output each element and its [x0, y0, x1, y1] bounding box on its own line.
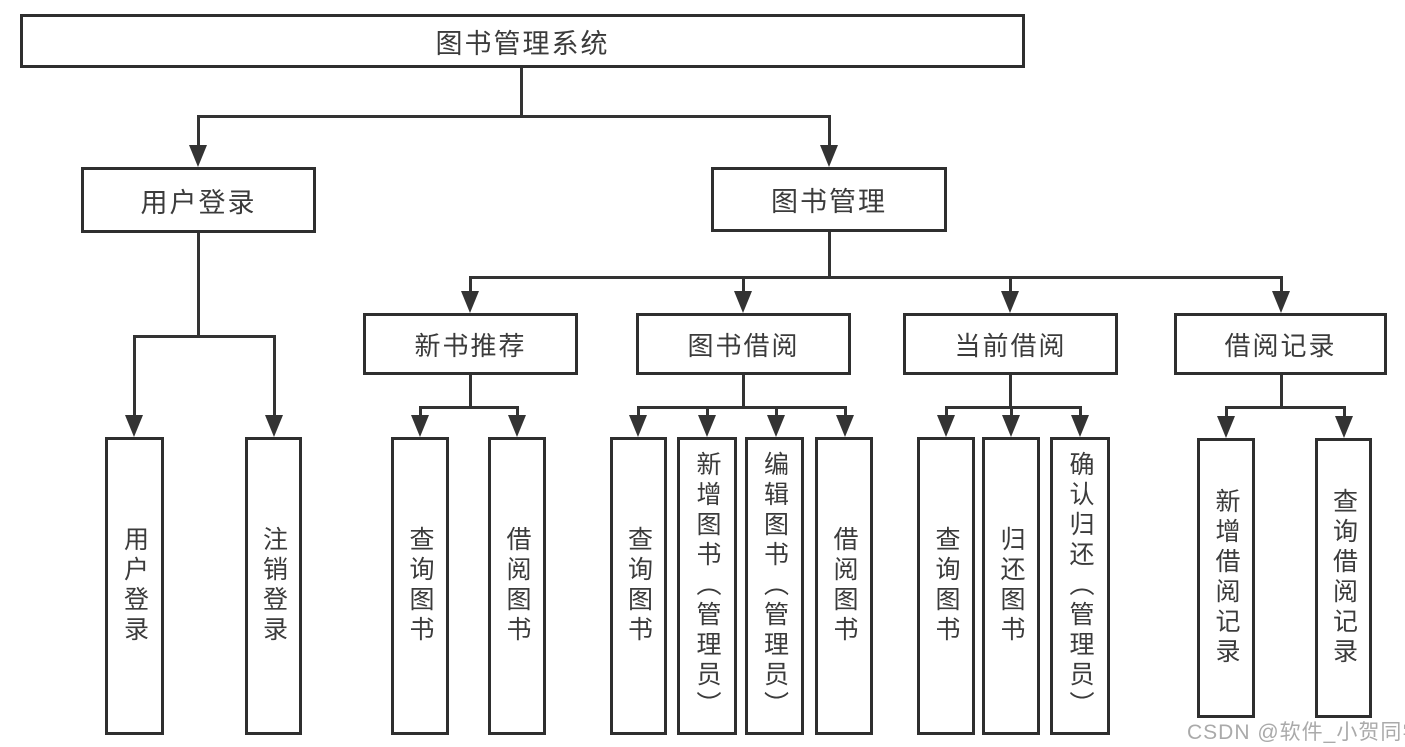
node-label: 图书管理: [771, 187, 887, 217]
arrowhead-down-icon: [189, 145, 207, 167]
node-label: 注销登录: [259, 526, 288, 646]
edge-arrow-line: [469, 276, 472, 293]
arrowhead-down-icon: [265, 415, 283, 437]
node-label: 借阅记录: [1224, 330, 1337, 361]
leaf-cb-confirm-return: 确认归还（管理员）: [1050, 437, 1110, 735]
edge-records-split: [1225, 406, 1345, 409]
edge-arrow-line: [637, 406, 640, 417]
node-label: 图书管理系统: [435, 28, 610, 59]
edge-arrow-line: [1079, 406, 1082, 417]
edge-mgmt-drop: [828, 232, 831, 276]
node-label: 借阅图书: [503, 526, 531, 646]
leaf-user-login: 用户登录: [105, 437, 164, 735]
leaf-rec-query-book: 查询图书: [391, 437, 449, 735]
leaf-cb-query-book: 查询图书: [917, 437, 975, 735]
leaf-logout: 注销登录: [245, 437, 302, 735]
node-label: 查询借阅记录: [1329, 488, 1358, 668]
node-user-login: 用户登录: [81, 167, 316, 233]
node-root: 图书管理系统: [20, 14, 1025, 68]
edge-borrow-split: [637, 406, 846, 409]
edge-arrow-line: [273, 335, 276, 417]
edge-arrow-line: [706, 406, 709, 417]
edge-arrow-line: [1280, 276, 1283, 293]
leaf-cb-return-book: 归还图书: [982, 437, 1040, 735]
edge-arrow-line: [742, 276, 745, 293]
edge-arrow-line: [844, 406, 847, 417]
arrowhead-down-icon: [937, 415, 955, 437]
arrowhead-down-icon: [508, 415, 526, 437]
arrowhead-down-icon: [698, 415, 716, 437]
arrowhead-down-icon: [1272, 291, 1290, 313]
edge-root-split: [197, 115, 830, 118]
arrowhead-down-icon: [820, 145, 838, 167]
edge-borrow-drop: [742, 375, 745, 406]
node-label: 查询图书: [406, 526, 434, 646]
edge-arrow-line: [775, 406, 778, 417]
edge-current-drop: [1009, 375, 1012, 406]
edge-current-split: [945, 406, 1081, 409]
arrowhead-down-icon: [1071, 415, 1089, 437]
node-current-borrow: 当前借阅: [903, 313, 1118, 375]
leaf-rec-borrow-book: 借阅图书: [488, 437, 546, 735]
arrowhead-down-icon: [1002, 415, 1020, 437]
edge-login-drop: [197, 233, 200, 335]
arrowhead-down-icon: [767, 415, 785, 437]
csdn-watermark: CSDN @软件_小贺同学: [1187, 721, 1405, 744]
node-label: 新书推荐: [414, 330, 527, 361]
edge-rec-drop: [469, 375, 472, 406]
node-label: 借阅图书: [830, 526, 858, 646]
node-label: 归还图书: [997, 526, 1025, 646]
arrowhead-down-icon: [1001, 291, 1019, 313]
node-label: 查询图书: [932, 526, 960, 646]
edge-arrow-line: [516, 406, 519, 417]
arrowhead-down-icon: [125, 415, 143, 437]
edge-arrow-line: [197, 115, 200, 147]
edge-arrow-line: [419, 406, 422, 417]
edge-login-split: [133, 335, 274, 338]
arrowhead-down-icon: [461, 291, 479, 313]
leaf-bb-query-book: 查询图书: [610, 437, 667, 735]
arrowhead-down-icon: [1217, 416, 1235, 438]
edge-arrow-line: [1343, 406, 1346, 418]
arrowhead-down-icon: [734, 291, 752, 313]
leaf-bb-borrow-book: 借阅图书: [815, 437, 873, 735]
edge-arrow-line: [133, 335, 136, 417]
node-label: 图书借阅: [687, 330, 800, 361]
node-label: 查询图书: [624, 526, 653, 646]
edge-arrow-line: [1010, 406, 1013, 417]
edge-arrow-line: [828, 115, 831, 147]
node-book-mgmt: 图书管理: [711, 167, 947, 232]
edge-rec-split: [419, 406, 518, 409]
arrowhead-down-icon: [629, 415, 647, 437]
leaf-bb-edit-book: 编辑图书（管理员）: [745, 437, 804, 735]
edge-root-drop: [520, 68, 523, 115]
arrowhead-down-icon: [836, 415, 854, 437]
leaf-br-add-record: 新增借阅记录: [1197, 438, 1255, 718]
edge-arrow-line: [1225, 406, 1228, 418]
edge-records-drop: [1280, 375, 1283, 406]
node-label: 当前借阅: [954, 330, 1067, 361]
edge-mgmt-split: [470, 276, 1282, 279]
edge-arrow-line: [945, 406, 948, 417]
node-label: 编辑图书（管理员）: [760, 451, 789, 721]
edge-arrow-line: [1009, 276, 1012, 293]
node-label: 新增图书（管理员）: [693, 451, 721, 721]
node-label: 用户登录: [120, 526, 149, 646]
node-label: 新增借阅记录: [1212, 488, 1240, 668]
leaf-br-query-record: 查询借阅记录: [1315, 438, 1372, 718]
node-borrow-records: 借阅记录: [1174, 313, 1387, 375]
arrowhead-down-icon: [1335, 416, 1353, 438]
node-book-borrow: 图书借阅: [636, 313, 851, 375]
arrowhead-down-icon: [411, 415, 429, 437]
node-new-book-rec: 新书推荐: [363, 313, 578, 375]
node-label: 用户登录: [140, 187, 257, 218]
leaf-bb-add-book: 新增图书（管理员）: [677, 437, 737, 735]
node-label: 确认归还（管理员）: [1066, 451, 1094, 721]
